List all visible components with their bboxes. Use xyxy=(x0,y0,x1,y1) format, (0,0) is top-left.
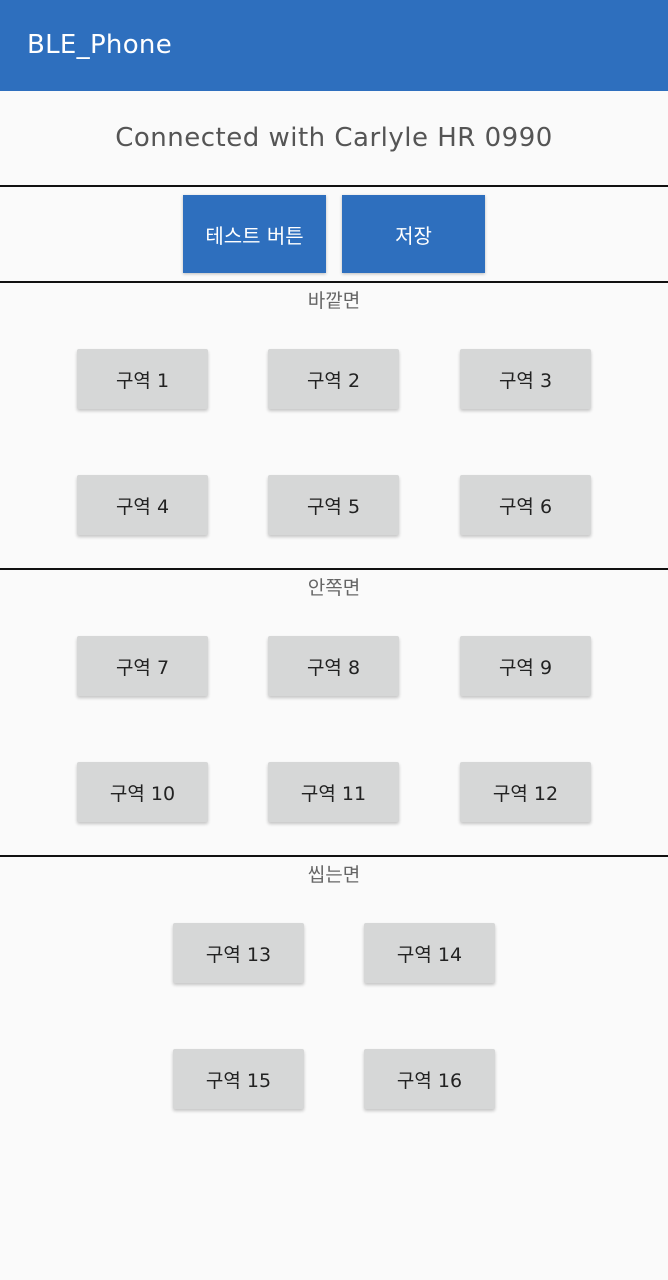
zone-11-button[interactable]: 구역 11 xyxy=(268,762,399,822)
zone-10-button[interactable]: 구역 10 xyxy=(77,762,208,822)
test-button[interactable]: 테스트 버튼 xyxy=(183,195,326,273)
divider xyxy=(0,568,668,570)
zone-8-button[interactable]: 구역 8 xyxy=(268,636,399,696)
app-bar: BLE_Phone xyxy=(0,0,668,91)
section-label-outer: 바깥면 xyxy=(307,290,361,312)
zone-13-button[interactable]: 구역 13 xyxy=(173,923,304,983)
zone-1-button[interactable]: 구역 1 xyxy=(77,349,208,409)
divider xyxy=(0,281,668,283)
zone-9-button[interactable]: 구역 9 xyxy=(460,636,591,696)
app-title: BLE_Phone xyxy=(27,30,172,60)
section-label-chewing: 씹는면 xyxy=(307,864,361,886)
zone-2-button[interactable]: 구역 2 xyxy=(268,349,399,409)
zone-3-button[interactable]: 구역 3 xyxy=(460,349,591,409)
connection-status: Connected with Carlyle HR 0990 xyxy=(115,123,553,153)
zone-6-button[interactable]: 구역 6 xyxy=(460,475,591,535)
section-label-inner: 안쪽면 xyxy=(307,577,361,599)
zone-15-button[interactable]: 구역 15 xyxy=(173,1049,304,1109)
zone-16-button[interactable]: 구역 16 xyxy=(364,1049,495,1109)
zone-14-button[interactable]: 구역 14 xyxy=(364,923,495,983)
save-button[interactable]: 저장 xyxy=(342,195,485,273)
divider xyxy=(0,185,668,187)
zone-7-button[interactable]: 구역 7 xyxy=(77,636,208,696)
divider xyxy=(0,855,668,857)
zone-4-button[interactable]: 구역 4 xyxy=(77,475,208,535)
zone-12-button[interactable]: 구역 12 xyxy=(460,762,591,822)
zone-5-button[interactable]: 구역 5 xyxy=(268,475,399,535)
